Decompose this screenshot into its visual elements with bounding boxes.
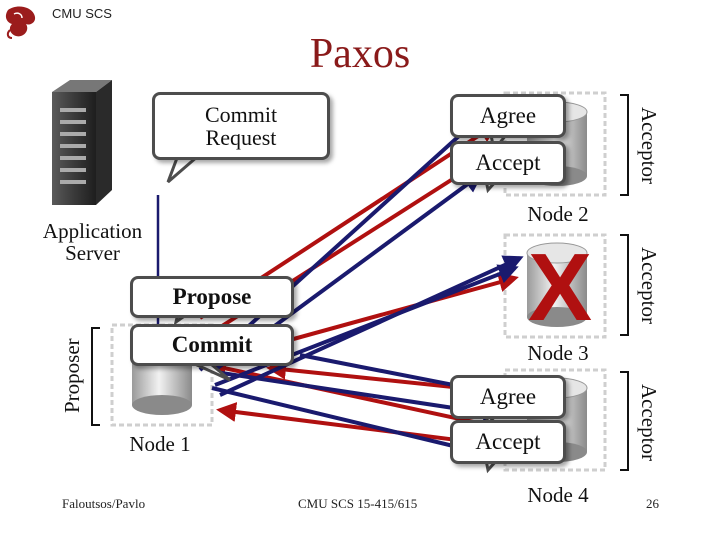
- app-server-label: Application Server: [42, 219, 143, 266]
- proposer-label: Proposer: [60, 338, 84, 414]
- propose-bubble: Propose: [130, 276, 294, 318]
- acceptor-label-bottom: Acceptor: [637, 383, 661, 461]
- dragon-logo-icon: [5, 6, 36, 39]
- org-label: CMU SCS: [52, 6, 112, 21]
- acceptor-label-mid: Acceptor: [637, 246, 661, 324]
- role-brackets: [91, 94, 629, 471]
- node2-label: Node 2: [527, 202, 589, 226]
- slide-title: Paxos: [309, 31, 411, 77]
- agree-bubble-bottom: Agree: [450, 375, 566, 419]
- blue-arrow-to-node4-b: [211, 386, 474, 456]
- server-rack-icon: [52, 80, 112, 205]
- commit-request-bubble: Commit Request: [152, 92, 330, 160]
- accept-bubble-top: Accept: [450, 141, 566, 185]
- page-number: 26: [646, 496, 659, 511]
- acceptor-label-top: Acceptor: [637, 106, 661, 184]
- database-icon: [526, 242, 588, 327]
- commit-bubble: Commit: [130, 324, 294, 366]
- blue-arrow-to-node3-b: [219, 255, 524, 397]
- node3-label: Node 3: [527, 341, 589, 365]
- node1-label: Node 1: [129, 432, 191, 456]
- failed-node-x-icon: X: [527, 234, 593, 341]
- footer-authors: Faloutsos/Pavlo: [62, 496, 146, 511]
- node4-label: Node 4: [527, 483, 589, 507]
- accept-bubble-bottom: Accept: [450, 420, 566, 464]
- footer-course: CMU SCS 15-415/615: [298, 496, 418, 511]
- agree-bubble-top: Agree: [450, 94, 566, 138]
